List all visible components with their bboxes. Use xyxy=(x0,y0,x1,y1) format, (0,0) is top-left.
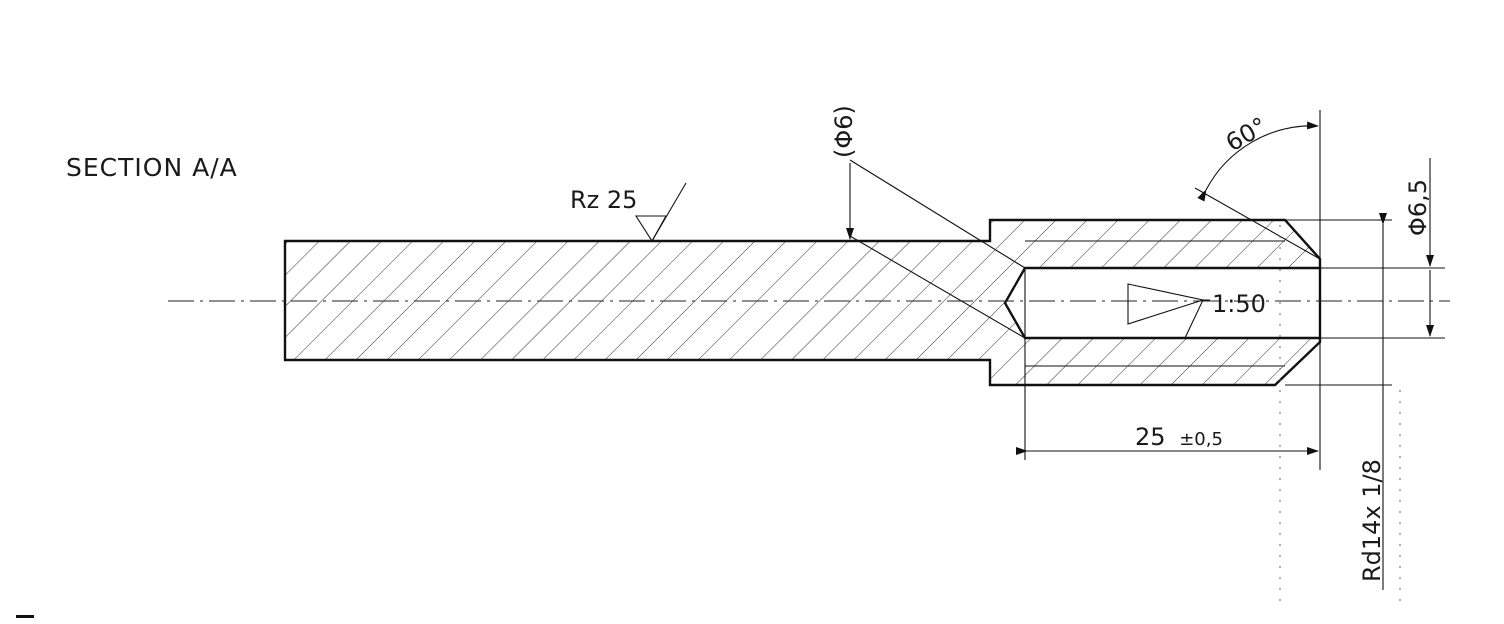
taper-symbol: 1:50 xyxy=(1127,283,1266,339)
reference-diameter-label: (Φ6) xyxy=(830,105,858,158)
construction-lines xyxy=(1279,225,1401,610)
part-section xyxy=(283,218,1322,387)
reference-diameter-dimension: (Φ6) xyxy=(830,105,1026,339)
thread-spec-label: Rd14x 1/8 xyxy=(1358,459,1386,582)
thread-dimension: Rd14x 1/8 xyxy=(1285,213,1392,590)
bore-diameter-label: Φ6,5 xyxy=(1404,179,1432,236)
angle-label: 60° xyxy=(1221,112,1272,158)
length-value: 25 xyxy=(1135,423,1166,451)
surface-finish-symbol: Rz 25 xyxy=(570,182,687,243)
scan-mark xyxy=(16,615,34,618)
section-title: SECTION A/A xyxy=(66,153,238,182)
taper-ratio-label: 1:50 xyxy=(1212,290,1266,318)
svg-text:25 ±0,5: 25 ±0,5 xyxy=(1135,423,1223,451)
length-tolerance: ±0,5 xyxy=(1179,429,1223,450)
length-dimension: 25 ±0,5 xyxy=(1016,338,1319,460)
surface-finish-label: Rz 25 xyxy=(570,186,637,214)
bore-outline xyxy=(1003,266,1320,340)
